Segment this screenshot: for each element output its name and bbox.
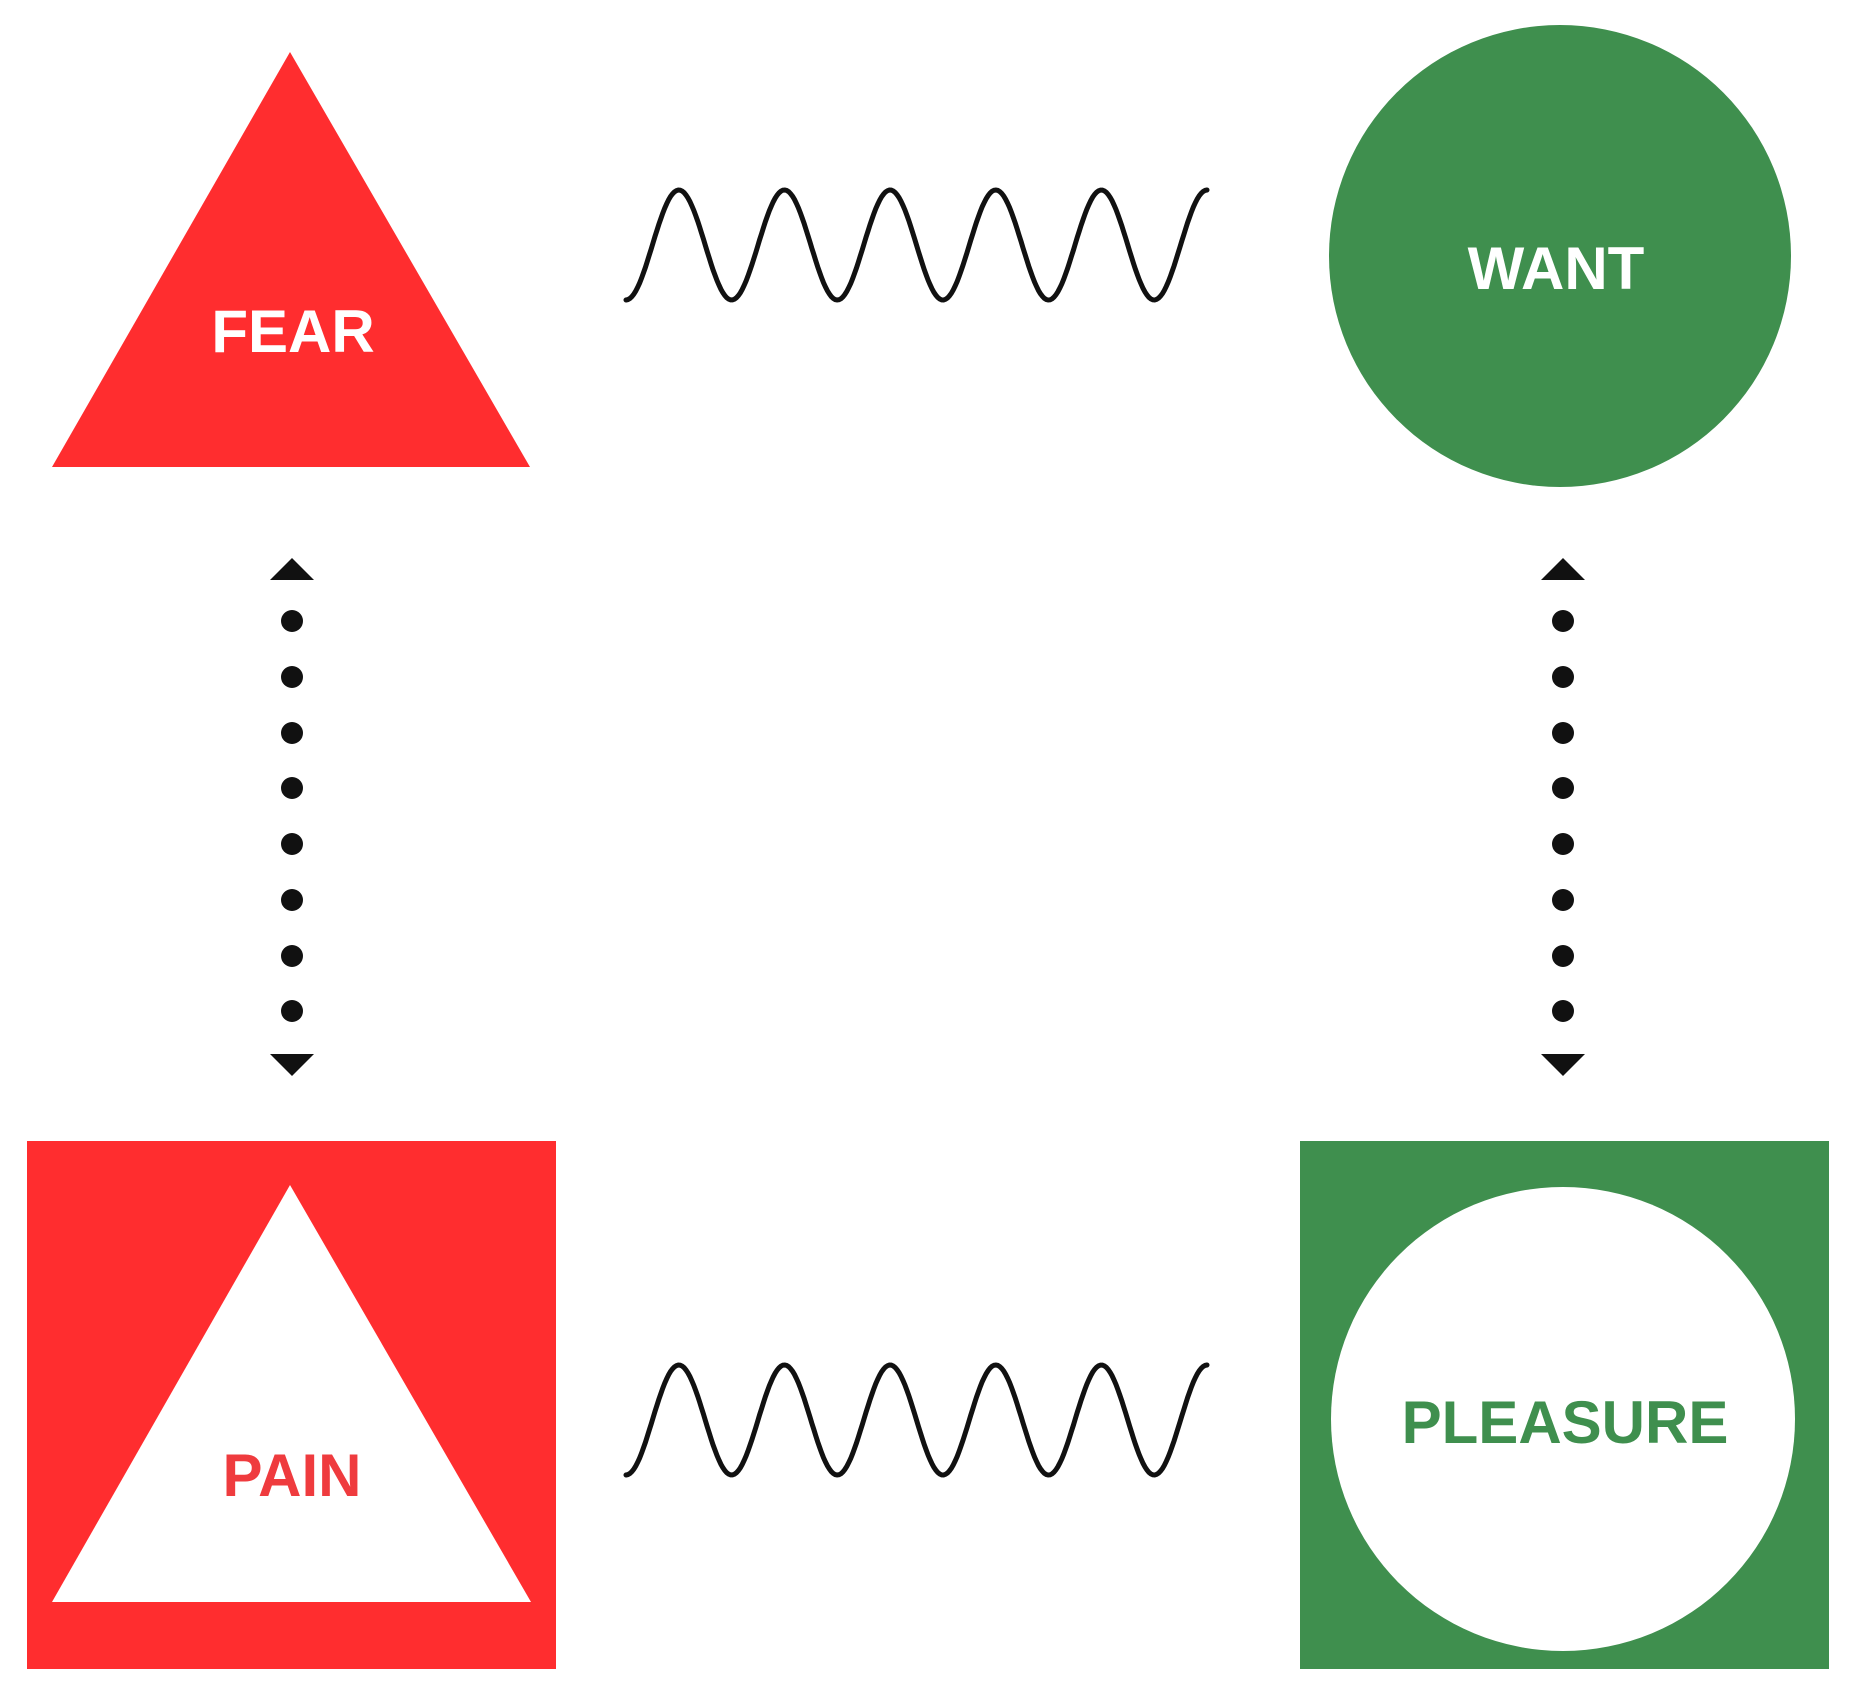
- connector-dot: [281, 722, 303, 744]
- connector-dot: [281, 666, 303, 688]
- connector-dot: [281, 833, 303, 855]
- pain-node: PAIN: [27, 1141, 556, 1669]
- connector-dot: [1552, 833, 1574, 855]
- connector-dot: [1552, 889, 1574, 911]
- arrowhead-up-icon: [270, 558, 314, 580]
- pleasure-node: PLEASURE: [1300, 1141, 1829, 1669]
- arrowhead-up-icon: [1541, 558, 1585, 580]
- pain-label: PAIN: [223, 1442, 362, 1509]
- arrowhead-down-icon: [1541, 1054, 1585, 1076]
- connector-dot: [1552, 722, 1574, 744]
- fear-triangle-shape: [52, 52, 530, 467]
- wavy-connector-fear-want: [623, 187, 1210, 303]
- connector-dot: [281, 610, 303, 632]
- want-label: WANT: [1468, 235, 1645, 302]
- pleasure-label: PLEASURE: [1402, 1389, 1729, 1456]
- connector-dot: [1552, 666, 1574, 688]
- connector-dot: [281, 945, 303, 967]
- fear-label: FEAR: [211, 298, 374, 365]
- connector-dot: [1552, 777, 1574, 799]
- want-circle-shape: [1329, 25, 1791, 487]
- dotted-arrow-fear-pain: [270, 558, 314, 1076]
- connector-dot: [281, 1000, 303, 1022]
- connector-dot: [1552, 945, 1574, 967]
- fear-node: FEAR: [52, 52, 530, 467]
- wavy-connector-pain-pleasure: [623, 1362, 1210, 1478]
- connector-dot: [1552, 610, 1574, 632]
- pleasure-inner-circle-shape: [1331, 1187, 1795, 1651]
- want-node: WANT: [1329, 25, 1791, 487]
- connector-dot: [281, 889, 303, 911]
- pain-inner-triangle-shape: [52, 1185, 531, 1602]
- connector-dot: [1552, 1000, 1574, 1022]
- connector-dot: [281, 777, 303, 799]
- dotted-arrow-want-pleasure: [1541, 558, 1585, 1076]
- arrowhead-down-icon: [270, 1054, 314, 1076]
